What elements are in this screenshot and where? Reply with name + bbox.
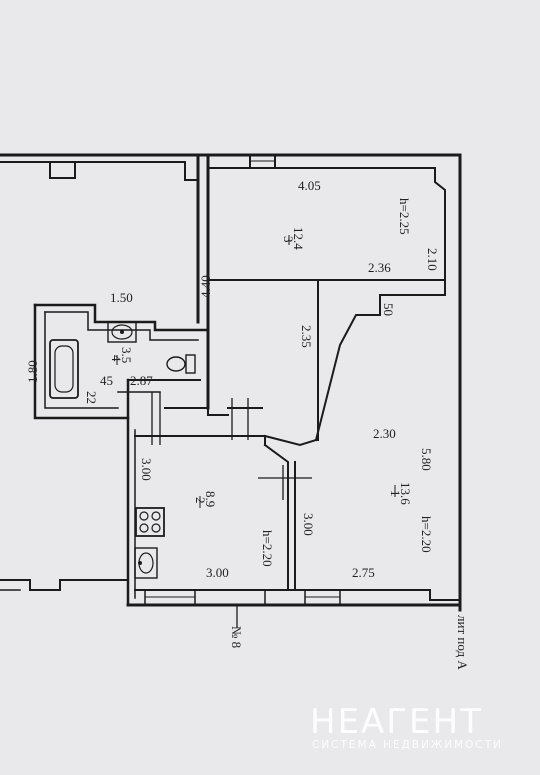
dim-2-35: 2.35 — [299, 325, 314, 348]
watermark: НЕАГЕНТ СИСТЕМА НЕДВИЖИМОСТИ — [310, 702, 503, 751]
dim-45: 45 — [100, 373, 113, 388]
bathtub-icon — [49, 339, 79, 399]
apartment-number: № 8 — [229, 626, 244, 648]
room-2-number: 2 — [193, 497, 208, 504]
kitchen-sink-icon — [134, 547, 158, 579]
washbasin-icon — [107, 321, 137, 343]
dim-50: 50 — [381, 303, 396, 316]
dim-2-75: 2.75 — [352, 565, 375, 580]
room-1-number: 1 — [388, 490, 403, 497]
watermark-tagline: СИСТЕМА НЕДВИЖИМОСТИ — [312, 739, 503, 751]
dim-1-80: 1.80 — [25, 360, 40, 383]
walls — [0, 153, 462, 612]
stove-icon — [135, 507, 165, 537]
dim-4-40: 4.40 — [198, 275, 213, 298]
toilet-icon — [166, 354, 196, 374]
room-3-height: h=2.25 — [397, 198, 412, 235]
fixtures — [49, 235, 396, 579]
room-1-height: h=2.20 — [419, 516, 434, 553]
entrance-label: лит под А — [455, 615, 470, 670]
dim-3-00-center: 3.00 — [301, 513, 316, 536]
dim-3-00-bottom: 3.00 — [206, 565, 229, 580]
dim-3-00-left: 3.00 — [139, 458, 154, 481]
watermark-brand: НЕАГЕНТ — [310, 702, 483, 742]
room-2-height: h=2.20 — [260, 530, 275, 567]
room-1-area: 13.6 — [398, 482, 413, 505]
room-2-area: 8.9 — [203, 491, 218, 507]
room-4-number: 4 — [109, 355, 124, 362]
room-4-area: 3.5 — [119, 347, 134, 363]
door-marks — [151, 392, 312, 628]
dim-22: 22 — [84, 391, 99, 404]
room-3-number: 3 — [281, 236, 296, 243]
room-3-area: 12.4 — [291, 227, 306, 250]
dim-4-05: 4.05 — [298, 178, 321, 193]
dim-2-30: 2.30 — [373, 426, 396, 441]
dimension-labels: 4.05 2.10 2.36 4.40 1.50 50 2.35 1.80 45… — [25, 178, 440, 580]
dim-1-50: 1.50 — [110, 290, 133, 305]
dim-2-10: 2.10 — [425, 248, 440, 271]
dim-5-80: 5.80 — [419, 448, 434, 471]
dim-2-87: 2.87 — [130, 373, 153, 388]
dim-2-36: 2.36 — [368, 260, 391, 275]
room-labels: 3 12.4 h=2.25 4 3.5 2 8.9 h=2.20 1 13.6 … — [109, 198, 470, 670]
